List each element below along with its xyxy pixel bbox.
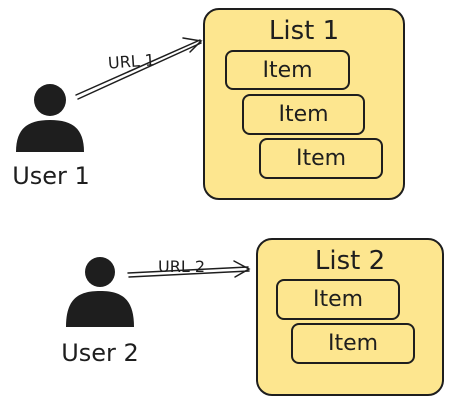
list-item[interactable]: Item — [259, 138, 383, 179]
connection-label: URL 2 — [158, 257, 206, 276]
list-item[interactable]: Item — [225, 50, 350, 90]
user-1: User 1 — [0, 80, 110, 190]
list-item[interactable]: Item — [242, 94, 365, 135]
arrow-url-1 — [75, 37, 203, 100]
person-icon — [66, 257, 134, 327]
user-2: User 2 — [45, 255, 155, 365]
arrow-url-2 — [127, 260, 251, 278]
list-title: List 1 — [268, 16, 340, 46]
user-label: User 1 — [12, 162, 90, 190]
connection-label: URL 1 — [107, 50, 156, 73]
list-item[interactable]: Item — [276, 279, 400, 320]
list-item[interactable]: Item — [291, 323, 415, 364]
user-label: User 2 — [61, 339, 139, 367]
person-icon — [16, 84, 84, 152]
list-title: List 2 — [314, 246, 386, 276]
